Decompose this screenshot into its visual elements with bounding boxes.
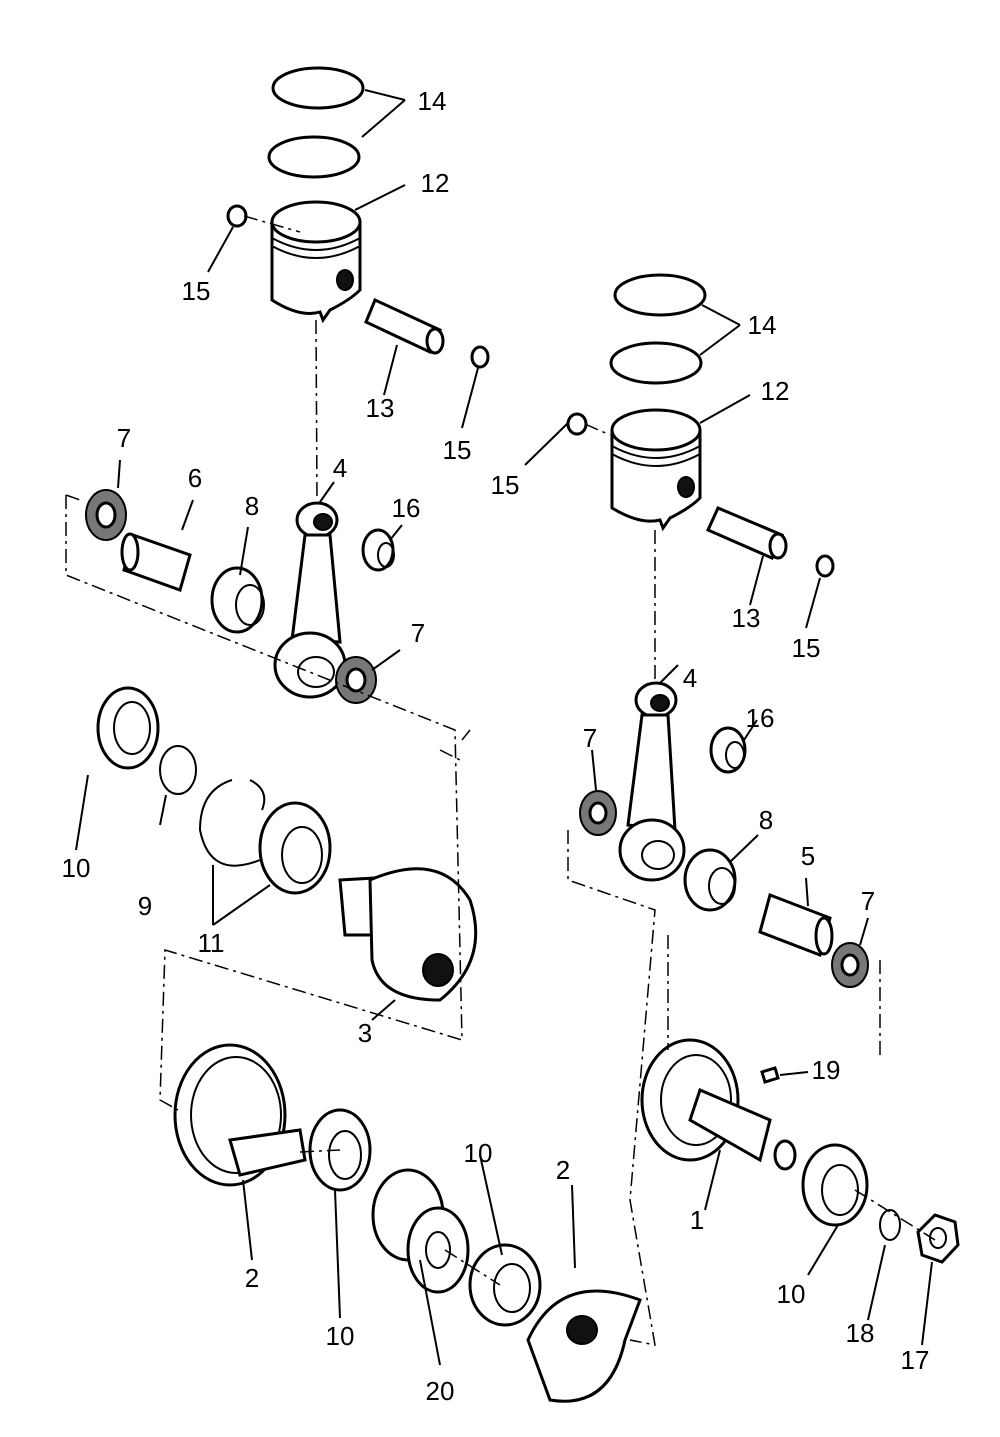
callout-14-right: 14 <box>748 310 777 340</box>
callout-19: 19 <box>812 1055 841 1085</box>
left-connecting-rod <box>273 501 347 699</box>
callout-4-left: 4 <box>333 453 347 483</box>
left-outer-bearing <box>96 686 160 770</box>
left-thrust-washers <box>85 489 377 704</box>
right-crank-pin <box>758 893 834 957</box>
callout-14-left: 14 <box>418 86 447 116</box>
left-snap-ring <box>159 745 197 795</box>
callout-17: 17 <box>901 1345 930 1375</box>
center-flywheel-half <box>173 1043 307 1187</box>
right-thrust-washers <box>579 790 869 988</box>
right-wrist-pin <box>706 506 788 560</box>
center-crank-web-right <box>526 1289 642 1403</box>
center-seal <box>371 1168 470 1294</box>
woodruff-key <box>760 1066 780 1084</box>
right-connecting-rod <box>618 681 686 882</box>
right-circlip-inner <box>566 412 588 436</box>
left-piston <box>270 200 362 324</box>
callout-10-center-right: 10 <box>464 1138 493 1168</box>
callout-16-right: 16 <box>746 703 775 733</box>
right-needle-bearing-large <box>683 848 737 912</box>
callout-20: 20 <box>426 1376 455 1406</box>
callout-6: 6 <box>188 463 202 493</box>
left-crank-pin <box>120 532 192 592</box>
callout-2-right: 2 <box>556 1155 570 1185</box>
callout-7-left-top: 7 <box>117 423 131 453</box>
assembly-center-lines <box>65 215 936 1346</box>
right-piston-rings <box>609 273 707 385</box>
right-outer-bearing <box>801 1143 869 1227</box>
leader-lines <box>75 89 933 1366</box>
callout-8-right: 8 <box>759 805 773 835</box>
callout-10-right: 10 <box>777 1279 806 1309</box>
right-crank-half <box>640 1038 797 1171</box>
callout-18: 18 <box>846 1318 875 1348</box>
right-needle-bearing-small <box>709 726 747 774</box>
callout-4-right: 4 <box>683 663 697 693</box>
callout-15-left-outer: 15 <box>443 435 472 465</box>
left-main-bearing <box>258 801 332 895</box>
left-retaining-ring <box>198 779 266 867</box>
callout-15-right-inner: 15 <box>491 470 520 500</box>
callout-16-left: 16 <box>392 493 421 523</box>
callout-9: 9 <box>138 891 152 921</box>
callout-12-right: 12 <box>761 376 790 406</box>
callout-5: 5 <box>801 841 815 871</box>
lock-washer <box>879 1209 901 1241</box>
left-needle-bearing-small <box>361 528 395 572</box>
left-circlip-inner <box>226 204 248 228</box>
crankshaft-nut <box>916 1213 960 1264</box>
callout-8-left: 8 <box>245 491 259 521</box>
callout-15-left-inner: 15 <box>182 276 211 306</box>
callout-7-left-bottom: 7 <box>411 618 425 648</box>
center-bearing-right <box>468 1243 542 1327</box>
callout-12-left: 12 <box>421 168 450 198</box>
left-crank-half <box>338 867 478 1002</box>
callout-3: 3 <box>358 1018 372 1048</box>
callout-10-center-left: 10 <box>326 1321 355 1351</box>
callout-1: 1 <box>690 1205 704 1235</box>
callout-7-right-top: 7 <box>583 723 597 753</box>
left-piston-rings <box>267 66 365 179</box>
callout-11: 11 <box>198 928 225 958</box>
right-circlip-outer <box>815 554 835 578</box>
callout-labels: 14 12 15 13 15 7 6 8 4 16 7 10 9 11 3 14… <box>62 86 930 1406</box>
callout-10-left-outer: 10 <box>62 853 91 883</box>
left-wrist-pin <box>364 297 445 355</box>
callout-15-right-outer: 15 <box>792 633 821 663</box>
right-piston <box>610 408 702 532</box>
callout-7-right-bottom: 7 <box>861 886 875 916</box>
callout-2-left: 2 <box>245 1263 259 1293</box>
callout-13-left: 13 <box>366 393 395 423</box>
left-needle-bearing-large <box>210 566 265 634</box>
callout-13-right: 13 <box>732 603 761 633</box>
left-circlip-outer <box>470 345 490 369</box>
